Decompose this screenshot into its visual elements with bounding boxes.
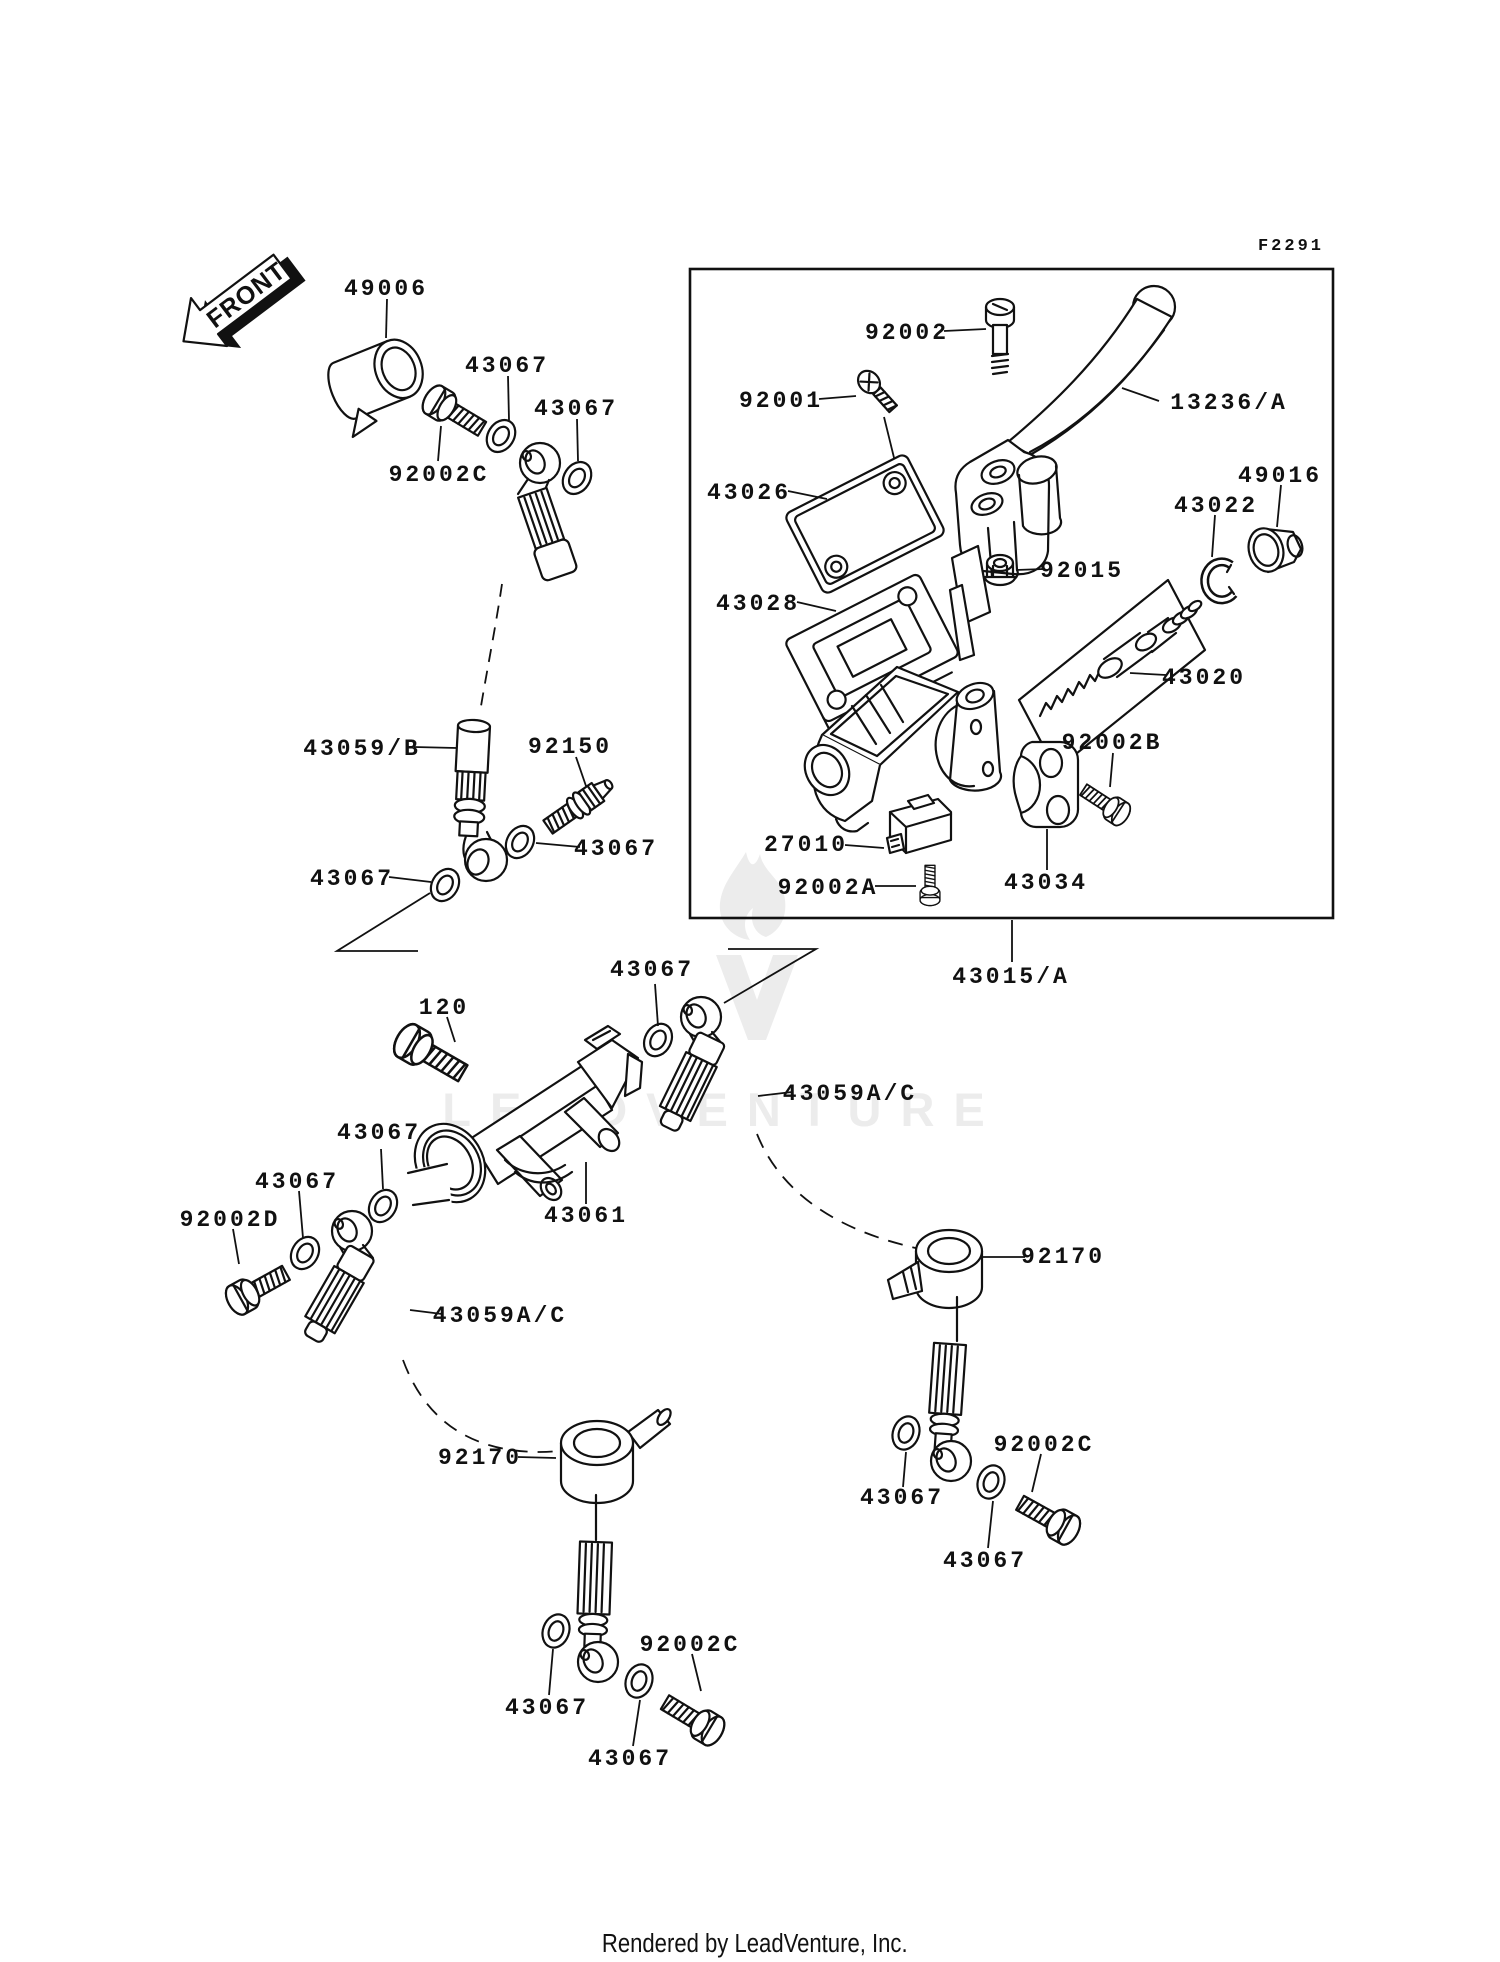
banjo-bolt-92002c-drawing [1011, 1487, 1086, 1550]
part-label-92002c: 92002C [389, 462, 490, 488]
figure-code: F2291 [1258, 237, 1324, 256]
part-label-92170: 92170 [1021, 1244, 1105, 1270]
brake-hose-upper-end-drawing [516, 441, 578, 582]
footer-credit-text: Rendered by LeadVenture, Inc. [602, 1929, 908, 1958]
banjo-bolt-92002c-drawing [655, 1687, 731, 1751]
flange-bolt-92002d-drawing [220, 1257, 295, 1320]
clamp-holder-43034-drawing [1012, 740, 1080, 829]
part-label-49006: 49006 [344, 276, 428, 302]
part-label-43015a: 43015/A [952, 964, 1070, 990]
part-label-43067: 43067 [943, 1548, 1027, 1574]
hose-continuation-dashed-line [479, 583, 503, 713]
reservoir-cap-43026-drawing [785, 454, 945, 594]
front-direction-arrow-icon: FRONT [182, 253, 306, 348]
hose-routing-dashed-curve-right [756, 1133, 946, 1255]
part-label-43067: 43067 [310, 866, 394, 892]
part-label-49016: 49016 [1238, 463, 1322, 489]
part-label-43067: 43067 [574, 836, 658, 862]
switch-screw-92002a-drawing [919, 864, 941, 907]
part-label-43067: 43067 [505, 1695, 589, 1721]
part-label-43067: 43067 [255, 1169, 339, 1195]
washer-43067-drawing [619, 1659, 659, 1703]
washer-43067-drawing [536, 1609, 576, 1653]
three-way-tube-43061-drawing [404, 1024, 644, 1209]
brake-lever-13236-drawing [948, 284, 1177, 662]
bleeder-valve-92150-drawing [542, 779, 614, 835]
part-label-92002: 92002 [865, 320, 949, 346]
washer-43067-drawing [424, 862, 466, 908]
part-label-43034: 43034 [1004, 870, 1088, 896]
part-label-27010: 27010 [764, 832, 848, 858]
part-label-43067: 43067 [860, 1485, 944, 1511]
part-label-120: 120 [419, 995, 469, 1021]
part-label-13236a: 13236/A [1170, 390, 1288, 416]
part-label-92002b: 92002B [1062, 730, 1163, 756]
label-leader-lines [232, 298, 1282, 1747]
part-label-43061: 43061 [544, 1203, 628, 1229]
washer-43067-drawing [555, 455, 599, 501]
brake-hose-bottom-middle-drawing [576, 1493, 620, 1684]
connection-pointer-left [333, 892, 431, 952]
part-label-43059ac: 43059A/C [433, 1303, 567, 1329]
brake-hose-43059b-drawing [453, 718, 509, 883]
brake-switch-27010-drawing [885, 793, 953, 855]
part-label-43067: 43067 [465, 353, 549, 379]
part-label-92001: 92001 [739, 388, 823, 414]
part-label-92002c: 92002C [994, 1432, 1095, 1458]
part-label-43020: 43020 [1162, 665, 1246, 691]
pan-screw-92001-drawing [856, 369, 898, 414]
part-label-43067: 43067 [337, 1120, 421, 1146]
part-label-43059b: 43059/B [303, 736, 421, 762]
master-cylinder-body-43015-drawing [803, 665, 1003, 833]
part-label-92002c: 92002C [640, 1632, 741, 1658]
assembly-enclosure-box [688, 267, 1335, 920]
brake-hose-43059ac-right-drawing [658, 995, 726, 1132]
brake-hose-43059ac-left-drawing [304, 1209, 375, 1343]
pivot-bolt-92002-drawing [984, 297, 1016, 376]
part-label-43028: 43028 [716, 591, 800, 617]
washer-43067-drawing [284, 1230, 326, 1276]
connection-pointer-right [723, 948, 820, 1004]
part-label-43067: 43067 [588, 1746, 672, 1772]
part-label-43067: 43067 [534, 396, 618, 422]
part-label-43026: 43026 [707, 480, 791, 506]
banjo-bolt-92002c-drawing [416, 380, 492, 444]
boot-cap-49006-drawing [327, 338, 424, 439]
part-label-92002a: 92002A [778, 875, 879, 901]
hose-fitting-92170-right-drawing [886, 1228, 984, 1310]
part-label-92150: 92150 [528, 734, 612, 760]
piston-kit-43020-drawing [1017, 578, 1207, 772]
washer-43067-drawing [886, 1411, 926, 1455]
part-label-92002d: 92002D [180, 1207, 281, 1233]
dust-cover-49016-drawing [1247, 527, 1304, 574]
hose-fitting-92170-left-drawing [559, 1407, 672, 1505]
part-label-92170: 92170 [438, 1445, 522, 1471]
clamp-bolt-92002b-drawing [1075, 777, 1135, 830]
brake-hose-lower-right-drawing [928, 1295, 973, 1483]
part-label-43067: 43067 [610, 957, 694, 983]
lever-locknut-92015-drawing [983, 553, 1017, 587]
e-clip-43022-drawing [1200, 557, 1238, 605]
washer-43067-drawing [971, 1460, 1011, 1504]
part-label-92015: 92015 [1040, 558, 1124, 584]
long-bolt-120-drawing [387, 1018, 474, 1091]
part-label-43022: 43022 [1174, 493, 1258, 519]
part-label-43059ac: 43059A/C [783, 1081, 917, 1107]
washer-43067-drawing [479, 413, 523, 459]
